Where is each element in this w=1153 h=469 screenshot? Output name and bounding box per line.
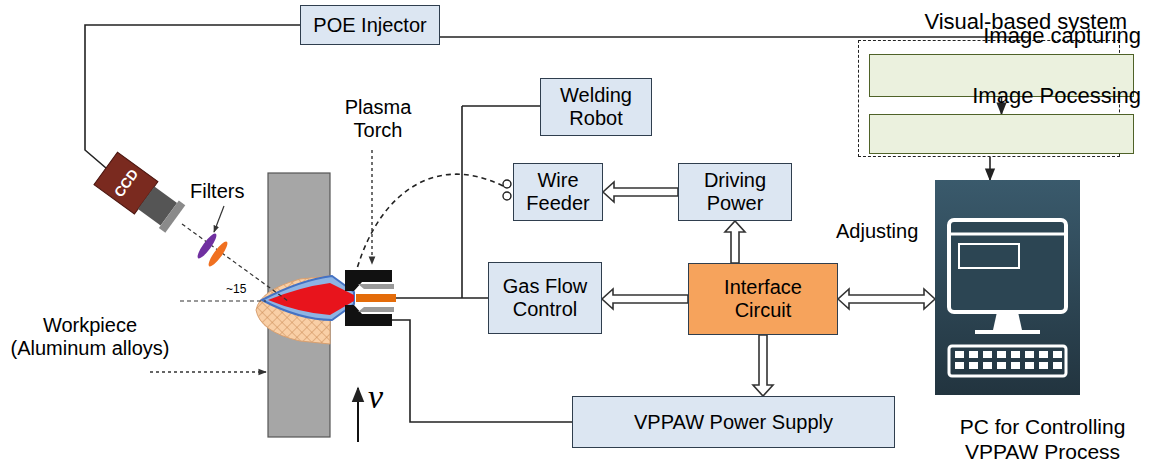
key bbox=[997, 362, 1006, 369]
ccd-camera bbox=[94, 152, 187, 235]
part-label: Filters bbox=[190, 180, 244, 203]
keyboard bbox=[949, 346, 1066, 376]
block-arrow bbox=[753, 335, 773, 396]
system-frame: Image capturingImage PocessingVisual-bas… bbox=[858, 40, 1120, 157]
process-box: Image Pocessing bbox=[869, 114, 1134, 154]
key bbox=[983, 351, 992, 358]
key bbox=[997, 351, 1006, 358]
injector-box: POE Injector bbox=[300, 5, 440, 45]
window-panel bbox=[959, 244, 1019, 268]
device-box: Welding Robot bbox=[540, 78, 652, 136]
computer-icon bbox=[935, 180, 1080, 395]
node-text: Welding Robot bbox=[547, 84, 645, 130]
leader-line bbox=[150, 371, 266, 372]
key bbox=[1039, 351, 1048, 358]
part-label: Plasma Torch bbox=[332, 96, 424, 142]
wire-spool bbox=[503, 180, 511, 188]
icon-ground bbox=[935, 180, 1080, 395]
key bbox=[969, 351, 978, 358]
window-bar bbox=[951, 233, 1064, 236]
key bbox=[1025, 362, 1034, 369]
device-box: VPPAW Power Supply bbox=[572, 396, 895, 448]
lens-ring bbox=[159, 200, 185, 232]
key bbox=[983, 362, 992, 369]
key bbox=[969, 362, 978, 369]
key bbox=[1011, 351, 1020, 358]
interface-box: Interface Circuit bbox=[688, 263, 838, 335]
leader-line bbox=[371, 150, 372, 264]
ethernet-cable bbox=[85, 25, 300, 168]
device-box: Gas Flow Control bbox=[488, 262, 602, 334]
angle-label: ~15 bbox=[226, 282, 246, 296]
filter bbox=[206, 240, 230, 269]
key bbox=[955, 362, 964, 369]
velocity-label: v bbox=[368, 378, 383, 416]
leader-line bbox=[214, 206, 224, 232]
horizontal-line bbox=[180, 300, 266, 301]
key bbox=[1025, 351, 1034, 358]
block-arrow bbox=[725, 221, 745, 263]
group-heading: Visual-based system bbox=[859, 9, 1127, 35]
monitor bbox=[949, 220, 1066, 312]
key bbox=[1039, 362, 1048, 369]
block-arrow bbox=[838, 289, 935, 309]
connector-line bbox=[989, 157, 991, 180]
device-box: Wire Feeder bbox=[513, 163, 603, 221]
block-arrow bbox=[603, 182, 678, 202]
signal-label: Adjusting bbox=[836, 220, 918, 243]
travel-arrow bbox=[357, 388, 359, 442]
node-text: Gas Flow Control bbox=[495, 275, 595, 321]
node-text: Driving Power bbox=[685, 169, 785, 215]
camera-label: CCD bbox=[108, 162, 144, 204]
key bbox=[1053, 362, 1062, 369]
view-line bbox=[182, 224, 288, 301]
plasma-sheath bbox=[262, 276, 354, 320]
node-text: POE Injector bbox=[313, 14, 426, 37]
power-cable bbox=[390, 320, 572, 422]
key bbox=[1011, 362, 1020, 369]
device-box: Driving Power bbox=[678, 163, 792, 221]
monitor-stand bbox=[993, 312, 1022, 330]
key bbox=[955, 351, 964, 358]
node-text: Wire Feeder bbox=[520, 169, 596, 215]
filler-wire bbox=[353, 174, 503, 284]
block-arrow bbox=[602, 289, 688, 309]
monitor-base bbox=[975, 330, 1040, 334]
key bbox=[1053, 351, 1062, 358]
pc-node: PC for Controlling VPPAW Process bbox=[935, 180, 1150, 464]
node-text: Image Pocessing bbox=[870, 83, 1141, 109]
node-text: PC for Controlling VPPAW Process bbox=[935, 414, 1150, 464]
wire-spool bbox=[503, 192, 511, 200]
plasma-arc bbox=[268, 283, 354, 315]
tungsten-electrode bbox=[356, 294, 396, 302]
node-text: Interface Circuit bbox=[695, 276, 831, 322]
node-text: VPPAW Power Supply bbox=[634, 411, 833, 434]
part-label: Workpiece (Aluminum alloys) bbox=[0, 314, 180, 360]
